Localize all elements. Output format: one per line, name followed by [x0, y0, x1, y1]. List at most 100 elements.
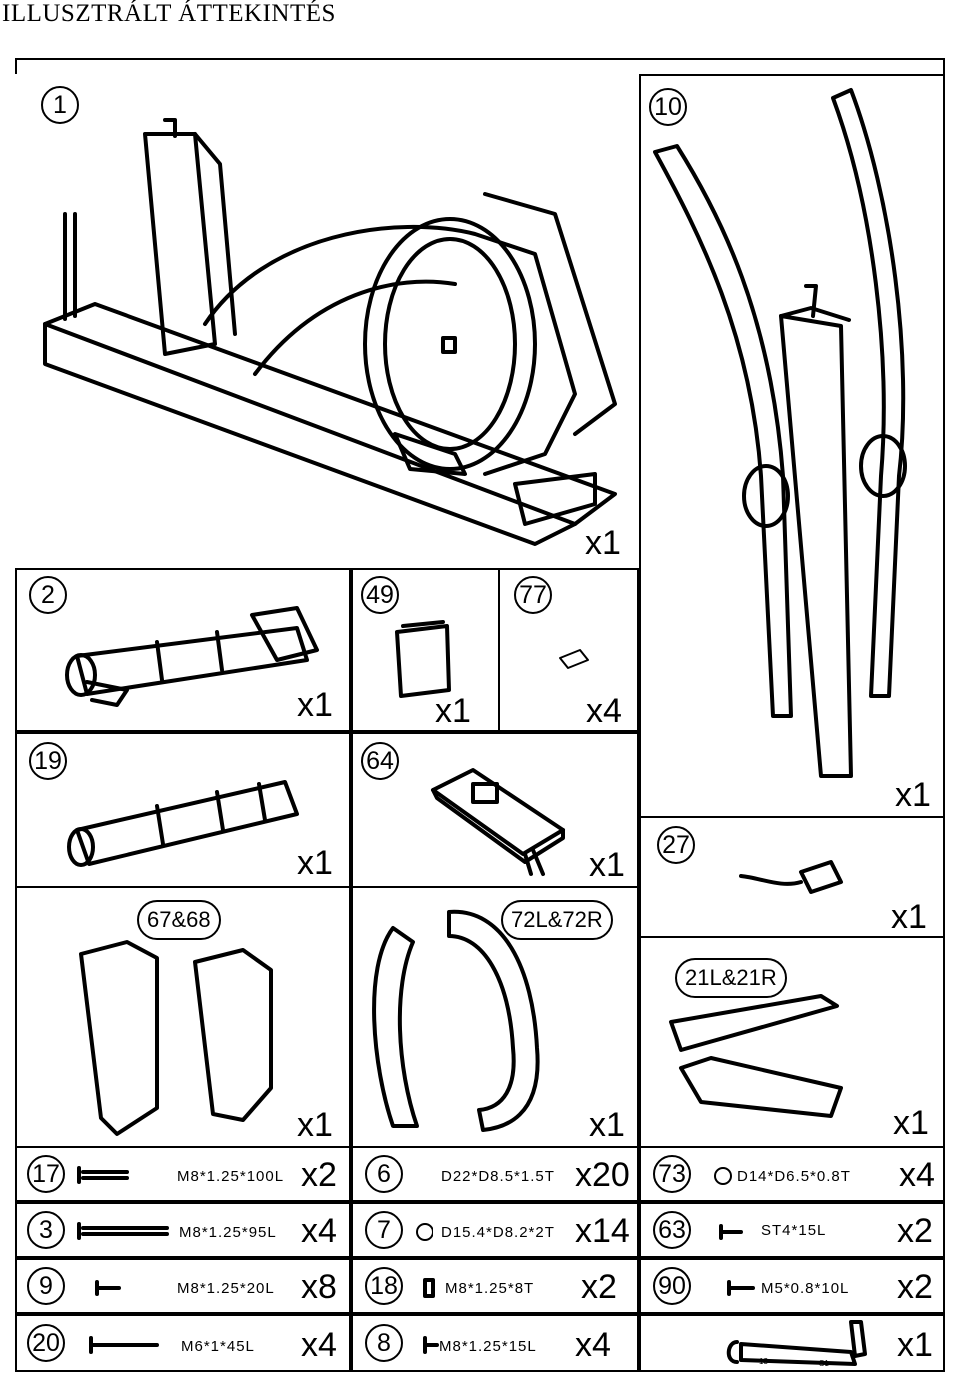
screw-90-icon: [727, 1280, 755, 1296]
pedal-arms-illustration: [372, 909, 540, 1132]
wrench-icon: [726, 1320, 867, 1366]
hardware-row-20: 20 M6*1*45L x4: [15, 1314, 351, 1372]
hardware-row-wrench: 13 S1 x1: [639, 1314, 945, 1372]
part-cell-72: 72L&72R x1: [351, 886, 639, 1148]
screw-63-icon: [719, 1224, 743, 1240]
hardware-number-8: 8: [365, 1324, 403, 1362]
hardware-spec-20: M6*1*45L: [181, 1338, 255, 1355]
part-quantity-67-68: x1: [297, 1106, 333, 1144]
hardware-quantity-7: x14: [575, 1212, 630, 1250]
hardware-row-90: 90 M5*0.8*10L x2: [639, 1258, 945, 1314]
handlebar-illustration: [653, 88, 907, 778]
hardware-number-3: 3: [27, 1211, 65, 1249]
washer-73-icon: [714, 1167, 732, 1185]
hardware-row-73: 73 D14*D6.5*0.8T x4: [639, 1146, 945, 1202]
hardware-quantity-3: x4: [301, 1212, 337, 1250]
pedals-illustration: [669, 994, 843, 1118]
part-49-illustration: [395, 620, 451, 698]
part-label-21: 21L&21R: [675, 958, 787, 998]
bolt-20-icon: [89, 1336, 159, 1354]
hardware-spec-9: M8*1.25*20L: [177, 1280, 275, 1297]
hardware-quantity-9: x8: [301, 1268, 337, 1306]
part-cell-19: 19 x1: [15, 732, 351, 888]
bolt-17-icon: [77, 1166, 129, 1184]
part-cell-10: 10 x1: [639, 74, 945, 818]
part-number-1: 1: [41, 86, 79, 124]
part-number-64: 64: [361, 742, 399, 780]
bolt-3-icon: [77, 1222, 169, 1240]
wrench-size-s1: S1: [819, 1359, 829, 1368]
hardware-quantity-6: x20: [575, 1156, 630, 1194]
hardware-number-20: 20: [27, 1324, 65, 1362]
covers-illustration: [79, 940, 273, 1136]
part-quantity-77: x4: [586, 692, 622, 730]
hardware-spec-17: M8*1.25*100L: [177, 1168, 285, 1185]
part-quantity-2: x1: [297, 686, 333, 724]
part-cell-21: 21L&21R x1: [639, 936, 945, 1148]
part-quantity-1: x1: [585, 524, 621, 562]
hardware-spec-8: M8*1.25*15L: [439, 1338, 537, 1355]
hardware-number-6: 6: [365, 1155, 403, 1193]
hardware-row-63: 63 ST4*15L x2: [639, 1202, 945, 1258]
hardware-number-73: 73: [653, 1155, 691, 1193]
hardware-row-18: 18 M8*1.25*8T x2: [351, 1258, 639, 1314]
hardware-quantity-17: x2: [301, 1156, 337, 1194]
part-cell-49: 49 x1: [351, 568, 500, 732]
washer-6-icon: [353, 1148, 413, 1204]
hardware-spec-90: M5*0.8*10L: [761, 1280, 850, 1297]
bolt-9-icon: [95, 1280, 121, 1296]
part-number-49: 49: [361, 576, 399, 614]
rear-stabilizer-illustration: [67, 780, 299, 867]
front-stabilizer-illustration: [65, 606, 319, 707]
hardware-row-8: 8 M8*1.25*15L x4: [351, 1314, 639, 1372]
part-number-77: 77: [514, 576, 552, 614]
part-quantity-19: x1: [297, 844, 333, 882]
hardware-row-3: 3 M8*1.25*95L x4: [15, 1202, 351, 1258]
part-77-illustration: [559, 649, 589, 669]
part-cell-27: 27 x1: [639, 816, 945, 938]
part-cell-1: 1 x1: [15, 74, 639, 568]
part-quantity-27: x1: [891, 898, 927, 936]
hardware-spec-18: M8*1.25*8T: [445, 1280, 535, 1297]
part-number-27: 27: [657, 826, 695, 864]
part-number-2: 2: [29, 576, 67, 614]
part-number-10: 10: [649, 88, 687, 126]
console-illustration: [431, 768, 565, 876]
part-number-19: 19: [29, 742, 67, 780]
hardware-row-6: 6 D22*D8.5*1.5T x20: [351, 1146, 639, 1202]
nut-18-icon: [423, 1278, 435, 1298]
hardware-quantity-20: x4: [301, 1326, 337, 1364]
hardware-row-17: 17 M8*1.25*100L x2: [15, 1146, 351, 1202]
hardware-spec-3: M8*1.25*95L: [179, 1224, 277, 1241]
hardware-quantity-18: x2: [581, 1268, 617, 1306]
hardware-number-17: 17: [27, 1155, 65, 1193]
hardware-quantity-wrench: x1: [897, 1326, 933, 1364]
part-cell-67-68: 67&68 x1: [15, 886, 351, 1148]
hardware-number-7: 7: [365, 1211, 403, 1249]
main-frame-illustration: [43, 118, 617, 546]
hardware-number-9: 9: [27, 1267, 65, 1305]
part-label-72: 72L&72R: [501, 900, 613, 940]
part-quantity-72: x1: [589, 1106, 625, 1144]
hardware-quantity-63: x2: [897, 1212, 933, 1250]
page-title: ILLUSZTRÁLT ÁTTEKINTÉS: [2, 0, 336, 27]
hardware-spec-6: D22*D8.5*1.5T: [441, 1168, 555, 1185]
hardware-number-90: 90: [653, 1267, 691, 1305]
hardware-spec-7: D15.4*D8.2*2T: [441, 1224, 555, 1241]
hardware-number-63: 63: [653, 1211, 691, 1249]
adapter-illustration: [739, 860, 843, 894]
hardware-spec-63: ST4*15L: [761, 1222, 827, 1239]
part-quantity-10: x1: [895, 776, 931, 814]
hardware-quantity-73: x4: [899, 1156, 935, 1194]
part-quantity-49: x1: [435, 692, 471, 730]
hardware-row-7: 7 D15.4*D8.2*2T x14: [351, 1202, 639, 1258]
part-cell-2: 2 x1: [15, 568, 351, 732]
part-cell-64: 64 x1: [351, 732, 639, 888]
part-cell-77: 77 x4: [498, 568, 639, 732]
washer-7-icon: [416, 1223, 433, 1241]
part-quantity-64: x1: [589, 846, 625, 884]
hardware-number-18: 18: [365, 1267, 403, 1305]
part-quantity-21: x1: [893, 1104, 929, 1142]
hardware-row-9: 9 M8*1.25*20L x8: [15, 1258, 351, 1314]
hardware-quantity-90: x2: [897, 1268, 933, 1306]
